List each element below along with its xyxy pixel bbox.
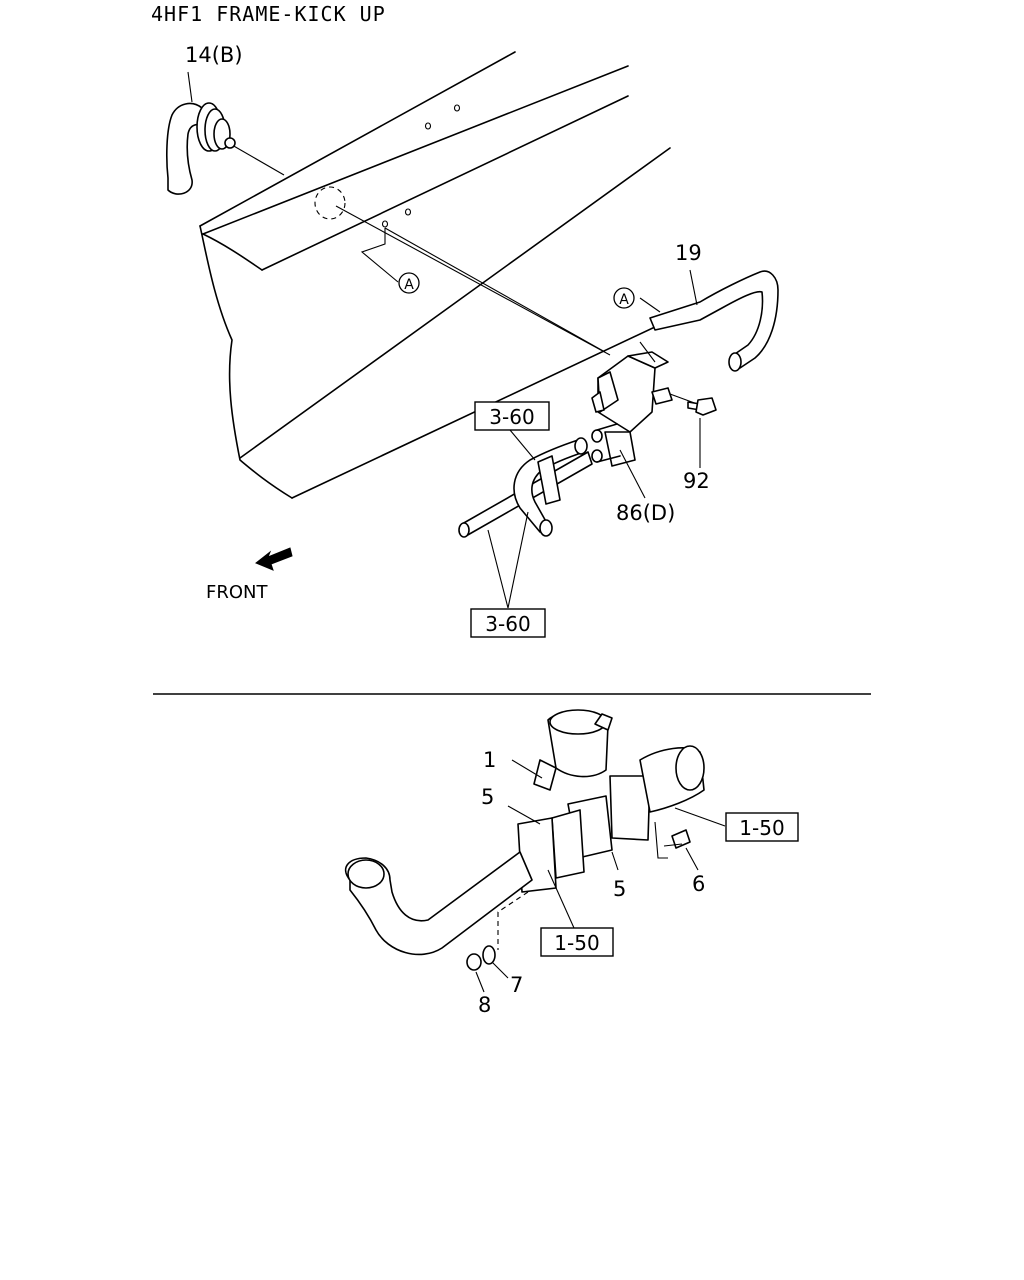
label-part-5-upper: 5 (481, 785, 494, 809)
ref-box-1-50-right[interactable]: 1-50 (725, 812, 799, 842)
ref-box-1-50-left-label: 1-50 (554, 931, 599, 955)
ref-marker-a-hose: A (613, 287, 635, 309)
page-title: 4HF1 FRAME-KICK UP (151, 2, 386, 26)
ref-box-3-60-top[interactable]: 3-60 (474, 401, 550, 431)
ref-marker-a-label: A (619, 292, 629, 308)
label-part-19: 19 (675, 241, 702, 265)
front-arrow-icon (255, 547, 293, 571)
ref-marker-a-label: A (404, 277, 414, 293)
hose-19 (639, 269, 779, 372)
ref-box-3-60-top-label: 3-60 (489, 405, 534, 429)
bolt-92 (687, 397, 717, 468)
exhaust-brake-assembly (344, 709, 726, 993)
label-part-1: 1 (483, 748, 496, 772)
vsv-86d (591, 341, 701, 499)
label-part-8: 8 (478, 993, 491, 1017)
label-part-6: 6 (692, 872, 705, 896)
label-part-14b: 14(B) (185, 43, 243, 67)
ref-box-1-50-right-label: 1-50 (739, 816, 784, 840)
label-part-7: 7 (510, 973, 523, 997)
frame-rail (199, 51, 709, 499)
ref-box-3-60-bottom[interactable]: 3-60 (470, 608, 546, 638)
frame-hole-dashed (314, 186, 346, 220)
label-front: FRONT (206, 582, 268, 603)
ref-box-3-60-bottom-label: 3-60 (485, 612, 530, 636)
hose-assembly-3-60 (458, 429, 593, 609)
label-part-92: 92 (683, 469, 710, 493)
ref-box-1-50-left[interactable]: 1-50 (540, 927, 614, 957)
grommet-14b (166, 71, 236, 195)
ref-marker-a-frame: A (398, 272, 420, 294)
label-part-5-lower: 5 (613, 877, 626, 901)
label-part-86d: 86(D) (616, 501, 675, 525)
